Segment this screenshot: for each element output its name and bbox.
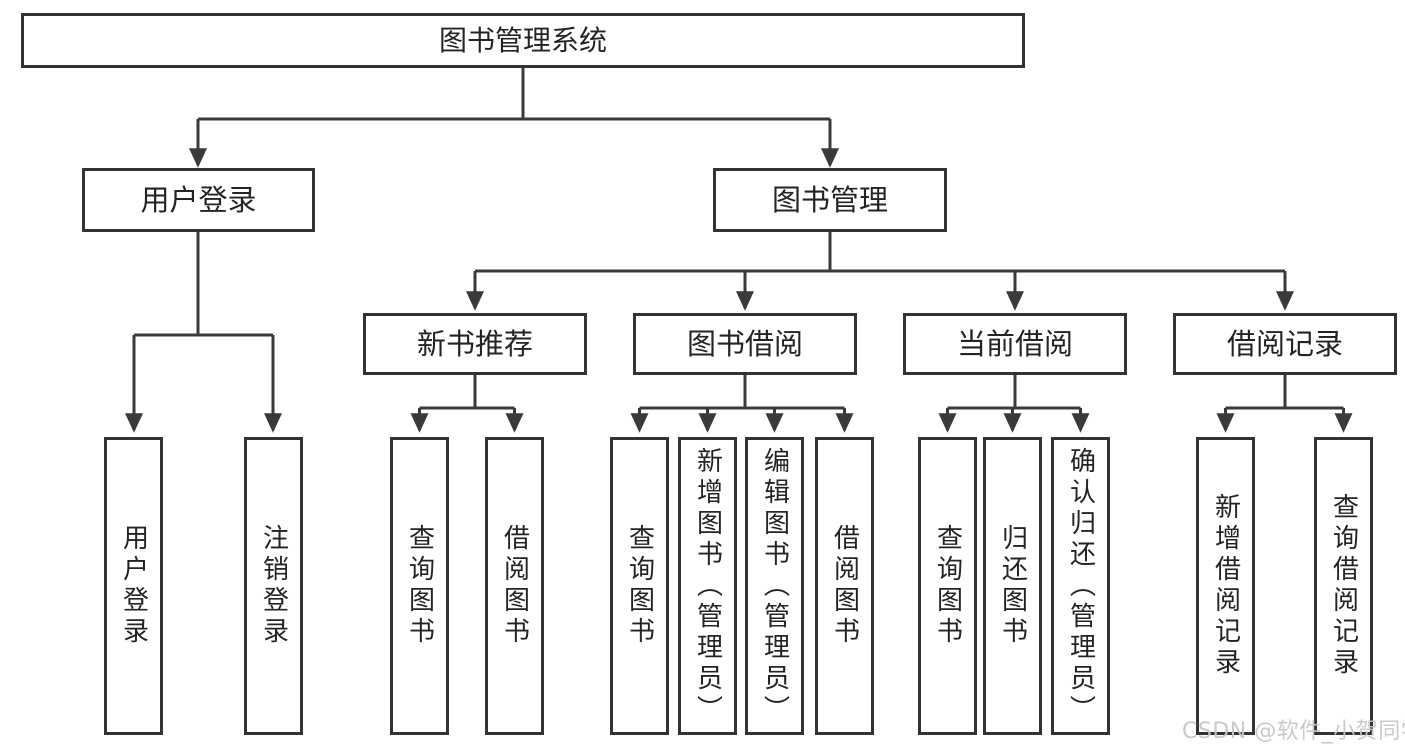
leaf-add-book-admin: 新增图书（管理员）: [678, 437, 737, 735]
node-borrow-records: 借阅记录: [1173, 313, 1397, 375]
leaf-logout: 注销登录: [244, 437, 303, 735]
leaf-recommend-borrow-books: 借阅图书: [485, 437, 544, 735]
node-user-login: 用户登录: [82, 168, 315, 232]
leaf-recommend-query-books: 查询图书: [390, 437, 449, 735]
connector-new-book-branch: [419, 375, 515, 410]
connector-root-to-level2: [198, 66, 830, 121]
leaf-borrow-query-books: 查询图书: [610, 437, 669, 735]
csdn-watermark: CSDN @软件_小贺同学: [1182, 719, 1405, 744]
connector-user-login-branch: [134, 232, 273, 337]
node-book-management: 图书管理: [713, 168, 947, 232]
node-book-borrow: 图书借阅: [633, 313, 857, 375]
node-new-book-recommend: 新书推荐: [363, 313, 587, 375]
connector-borrow-records-branch: [1225, 375, 1344, 410]
leaf-confirm-return-admin: 确认归还（管理员）: [1051, 437, 1110, 735]
leaf-return-book: 归还图书: [983, 437, 1042, 735]
leaf-user-login: 用户登录: [104, 437, 163, 735]
node-library-management-system: 图书管理系统: [21, 13, 1025, 68]
node-current-borrow: 当前借阅: [903, 313, 1127, 375]
leaf-query-borrow-record: 查询借阅记录: [1314, 437, 1373, 735]
leaf-borrow-borrow-books: 借阅图书: [815, 437, 874, 735]
leaf-current-query-books: 查询图书: [918, 437, 977, 735]
connector-current-borrow-branch: [947, 375, 1081, 410]
leaf-add-borrow-record: 新增借阅记录: [1196, 437, 1255, 735]
connector-book-management-branch: [475, 232, 1285, 273]
leaf-edit-book-admin: 编辑图书（管理员）: [745, 437, 804, 735]
connector-book-borrow-branch: [639, 375, 845, 410]
